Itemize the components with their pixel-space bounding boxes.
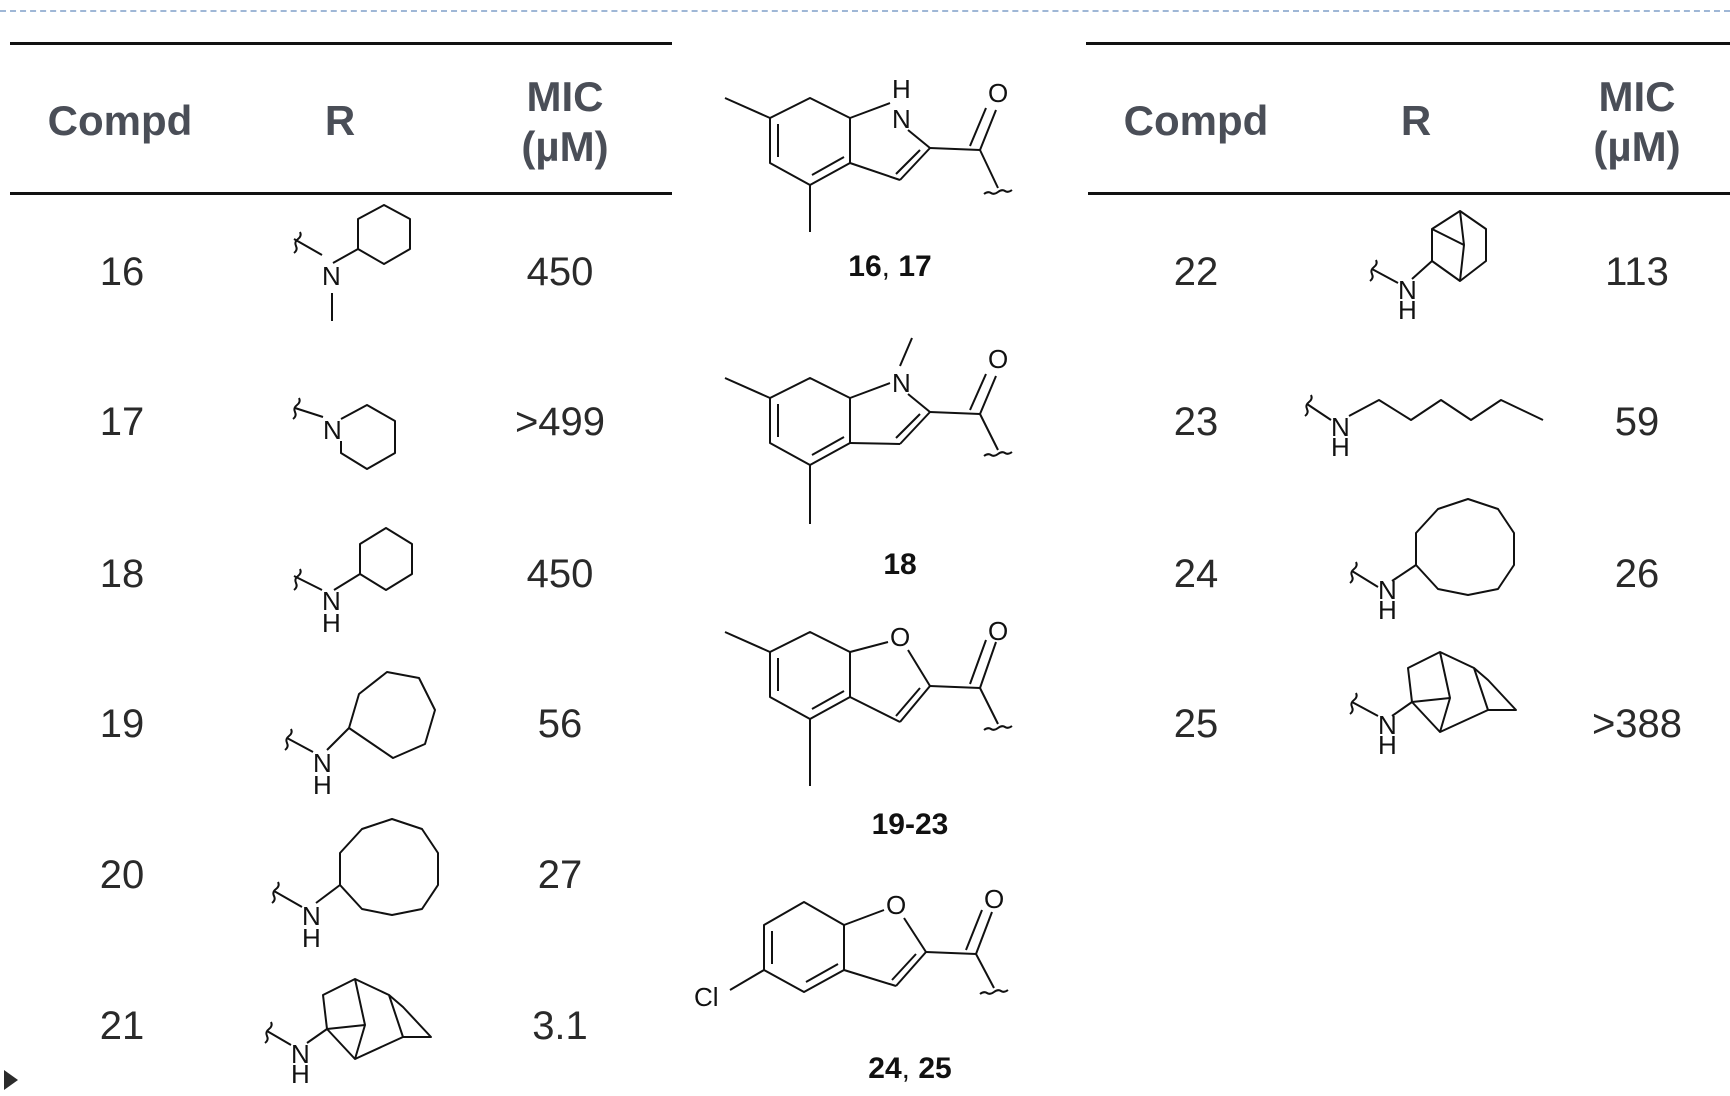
oxygen-atom: O — [988, 616, 1008, 646]
oxygen-atom: O — [988, 344, 1008, 374]
mic-23: 59 — [1614, 400, 1660, 444]
header-compd: Compd — [1123, 97, 1269, 144]
oxygen-atom: O — [886, 890, 906, 920]
r-group-21-structure: N H — [264, 978, 432, 1089]
oxygen-atom: O — [984, 884, 1004, 914]
compd-23: 23 — [1173, 400, 1219, 444]
mic-19: 56 — [537, 702, 583, 746]
nitrogen-atom: N — [302, 901, 321, 931]
nitrogen-atom: N — [291, 1039, 310, 1069]
chlorine-atom: Cl — [694, 982, 719, 1012]
compd-18: 18 — [99, 552, 145, 596]
wavy-bond — [983, 451, 1013, 457]
wavy-bond — [284, 728, 293, 751]
compd-20: 20 — [99, 853, 145, 897]
compd-25: 25 — [1173, 702, 1219, 746]
top-rule — [10, 42, 672, 45]
nitrogen-atom: N — [322, 261, 341, 291]
r-group-19-structure: N H — [284, 671, 436, 800]
hydrogen-atom: H — [1331, 432, 1350, 462]
oxygen-atom: O — [890, 622, 910, 652]
header-r: R — [324, 97, 356, 144]
hydrogen-atom: H — [322, 608, 341, 638]
nitrogen-atom: N — [892, 368, 911, 398]
header-r: R — [1400, 97, 1432, 144]
nitrogen-atom: N — [322, 586, 341, 616]
header-mic: MIC — [526, 73, 604, 120]
hydrogen-atom: H — [1378, 595, 1397, 625]
nitrogen-atom: N — [313, 748, 332, 778]
compd-16: 16 — [99, 250, 145, 294]
wavy-bond — [1304, 394, 1313, 417]
wavy-bond — [271, 881, 280, 904]
hydrogen-atom: H — [1398, 295, 1417, 325]
wavy-bond — [293, 568, 302, 591]
top-dashed-border — [0, 10, 1730, 12]
r-group-25-structure: N H — [1349, 651, 1517, 760]
hydrogen-atom: H — [313, 770, 332, 800]
r-group-22-structure: N H — [1369, 210, 1487, 325]
oxygen-atom: O — [988, 78, 1008, 108]
wavy-bond — [292, 397, 301, 420]
hydrogen-atom: H — [302, 923, 321, 953]
nitrogen-atom: N — [323, 415, 342, 445]
hydrogen-atom: H — [892, 74, 911, 104]
scaffold-dimethylbenzofuran-structure: O O — [724, 616, 1013, 786]
r-group-16-structure: N — [293, 204, 411, 321]
r-group-17-structure: N — [292, 397, 396, 470]
scaffold-label-18: 18 — [883, 548, 917, 581]
header-rule — [1088, 192, 1730, 195]
scaffold-label-24-25: 24, 25 — [868, 1052, 952, 1085]
compd-19: 19 — [99, 702, 145, 746]
nitrogen-atom: N — [1378, 575, 1397, 605]
wavy-bond — [1349, 692, 1358, 715]
scaffold-chlorobenzofuran-structure: Cl O O — [694, 884, 1009, 1012]
wavy-bond — [983, 725, 1013, 731]
wavy-bond — [264, 1021, 273, 1044]
r-group-20-structure: N H — [271, 818, 439, 953]
mic-16: 450 — [526, 250, 594, 294]
r-group-23-structure: N H — [1304, 394, 1544, 462]
mic-25: >388 — [1591, 702, 1683, 746]
header-mic-unit: (µM) — [521, 123, 609, 170]
nitrogen-atom: N — [1331, 412, 1350, 442]
top-rule — [1086, 42, 1730, 45]
header-compd: Compd — [47, 97, 193, 144]
scaffold-indole-nh-structure: H N O — [724, 74, 1013, 232]
nitrogen-atom: N — [1398, 275, 1417, 305]
mic-24: 26 — [1614, 552, 1660, 596]
mic-21: 3.1 — [532, 1004, 588, 1048]
wavy-bond — [293, 231, 302, 254]
header-mic-unit: (µM) — [1593, 123, 1681, 170]
scaffold-n-methylindole-structure: N O — [724, 337, 1013, 524]
mic-18: 450 — [526, 552, 594, 596]
header-mic: MIC — [1598, 73, 1676, 120]
wavy-bond — [1349, 561, 1358, 584]
compd-21: 21 — [99, 1004, 145, 1048]
compd-22: 22 — [1173, 250, 1219, 294]
mic-22: 113 — [1605, 250, 1669, 294]
r-group-18-structure: N H — [293, 527, 413, 638]
mic-20: 27 — [537, 853, 583, 897]
scaffold-label-19-23: 19-23 — [871, 808, 949, 841]
hydrogen-atom: H — [1378, 730, 1397, 760]
mic-17: >499 — [514, 400, 606, 444]
wavy-bond — [979, 989, 1009, 995]
wavy-bond — [1369, 259, 1378, 282]
wavy-bond — [983, 189, 1013, 195]
compd-24: 24 — [1173, 552, 1219, 596]
r-group-24-structure: N H — [1349, 498, 1515, 625]
bullet-triangle-icon — [4, 1070, 18, 1090]
scaffold-label-16-17: 16, 17 — [848, 250, 932, 283]
hydrogen-atom: H — [291, 1059, 310, 1089]
nitrogen-atom: N — [892, 104, 911, 134]
header-rule — [10, 192, 672, 195]
nitrogen-atom: N — [1378, 710, 1397, 740]
compd-17: 17 — [99, 400, 145, 444]
